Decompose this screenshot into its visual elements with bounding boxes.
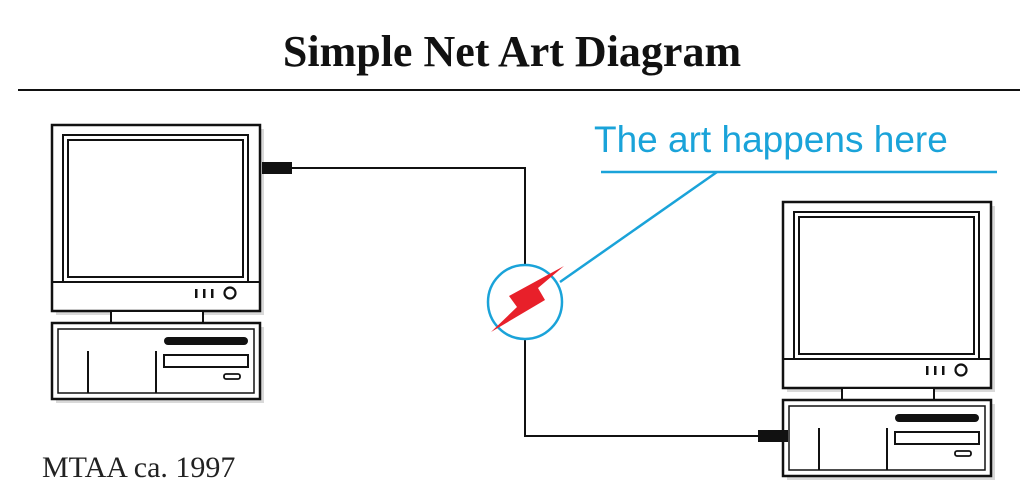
network-cable xyxy=(524,340,762,437)
annotation-pointer xyxy=(559,170,718,284)
title-divider xyxy=(18,89,1020,91)
right-computer-icon xyxy=(781,200,997,482)
right-connector xyxy=(758,430,788,442)
credit-text: MTAA ca. 1997 xyxy=(42,451,236,484)
annotation-label: The art happens here xyxy=(594,119,948,160)
network-cable xyxy=(287,167,526,264)
diagram-title: Simple Net Art Diagram xyxy=(282,27,742,76)
left-connector xyxy=(262,162,292,174)
left-computer-icon xyxy=(50,123,266,405)
lightning-bolt-icon xyxy=(491,266,564,332)
